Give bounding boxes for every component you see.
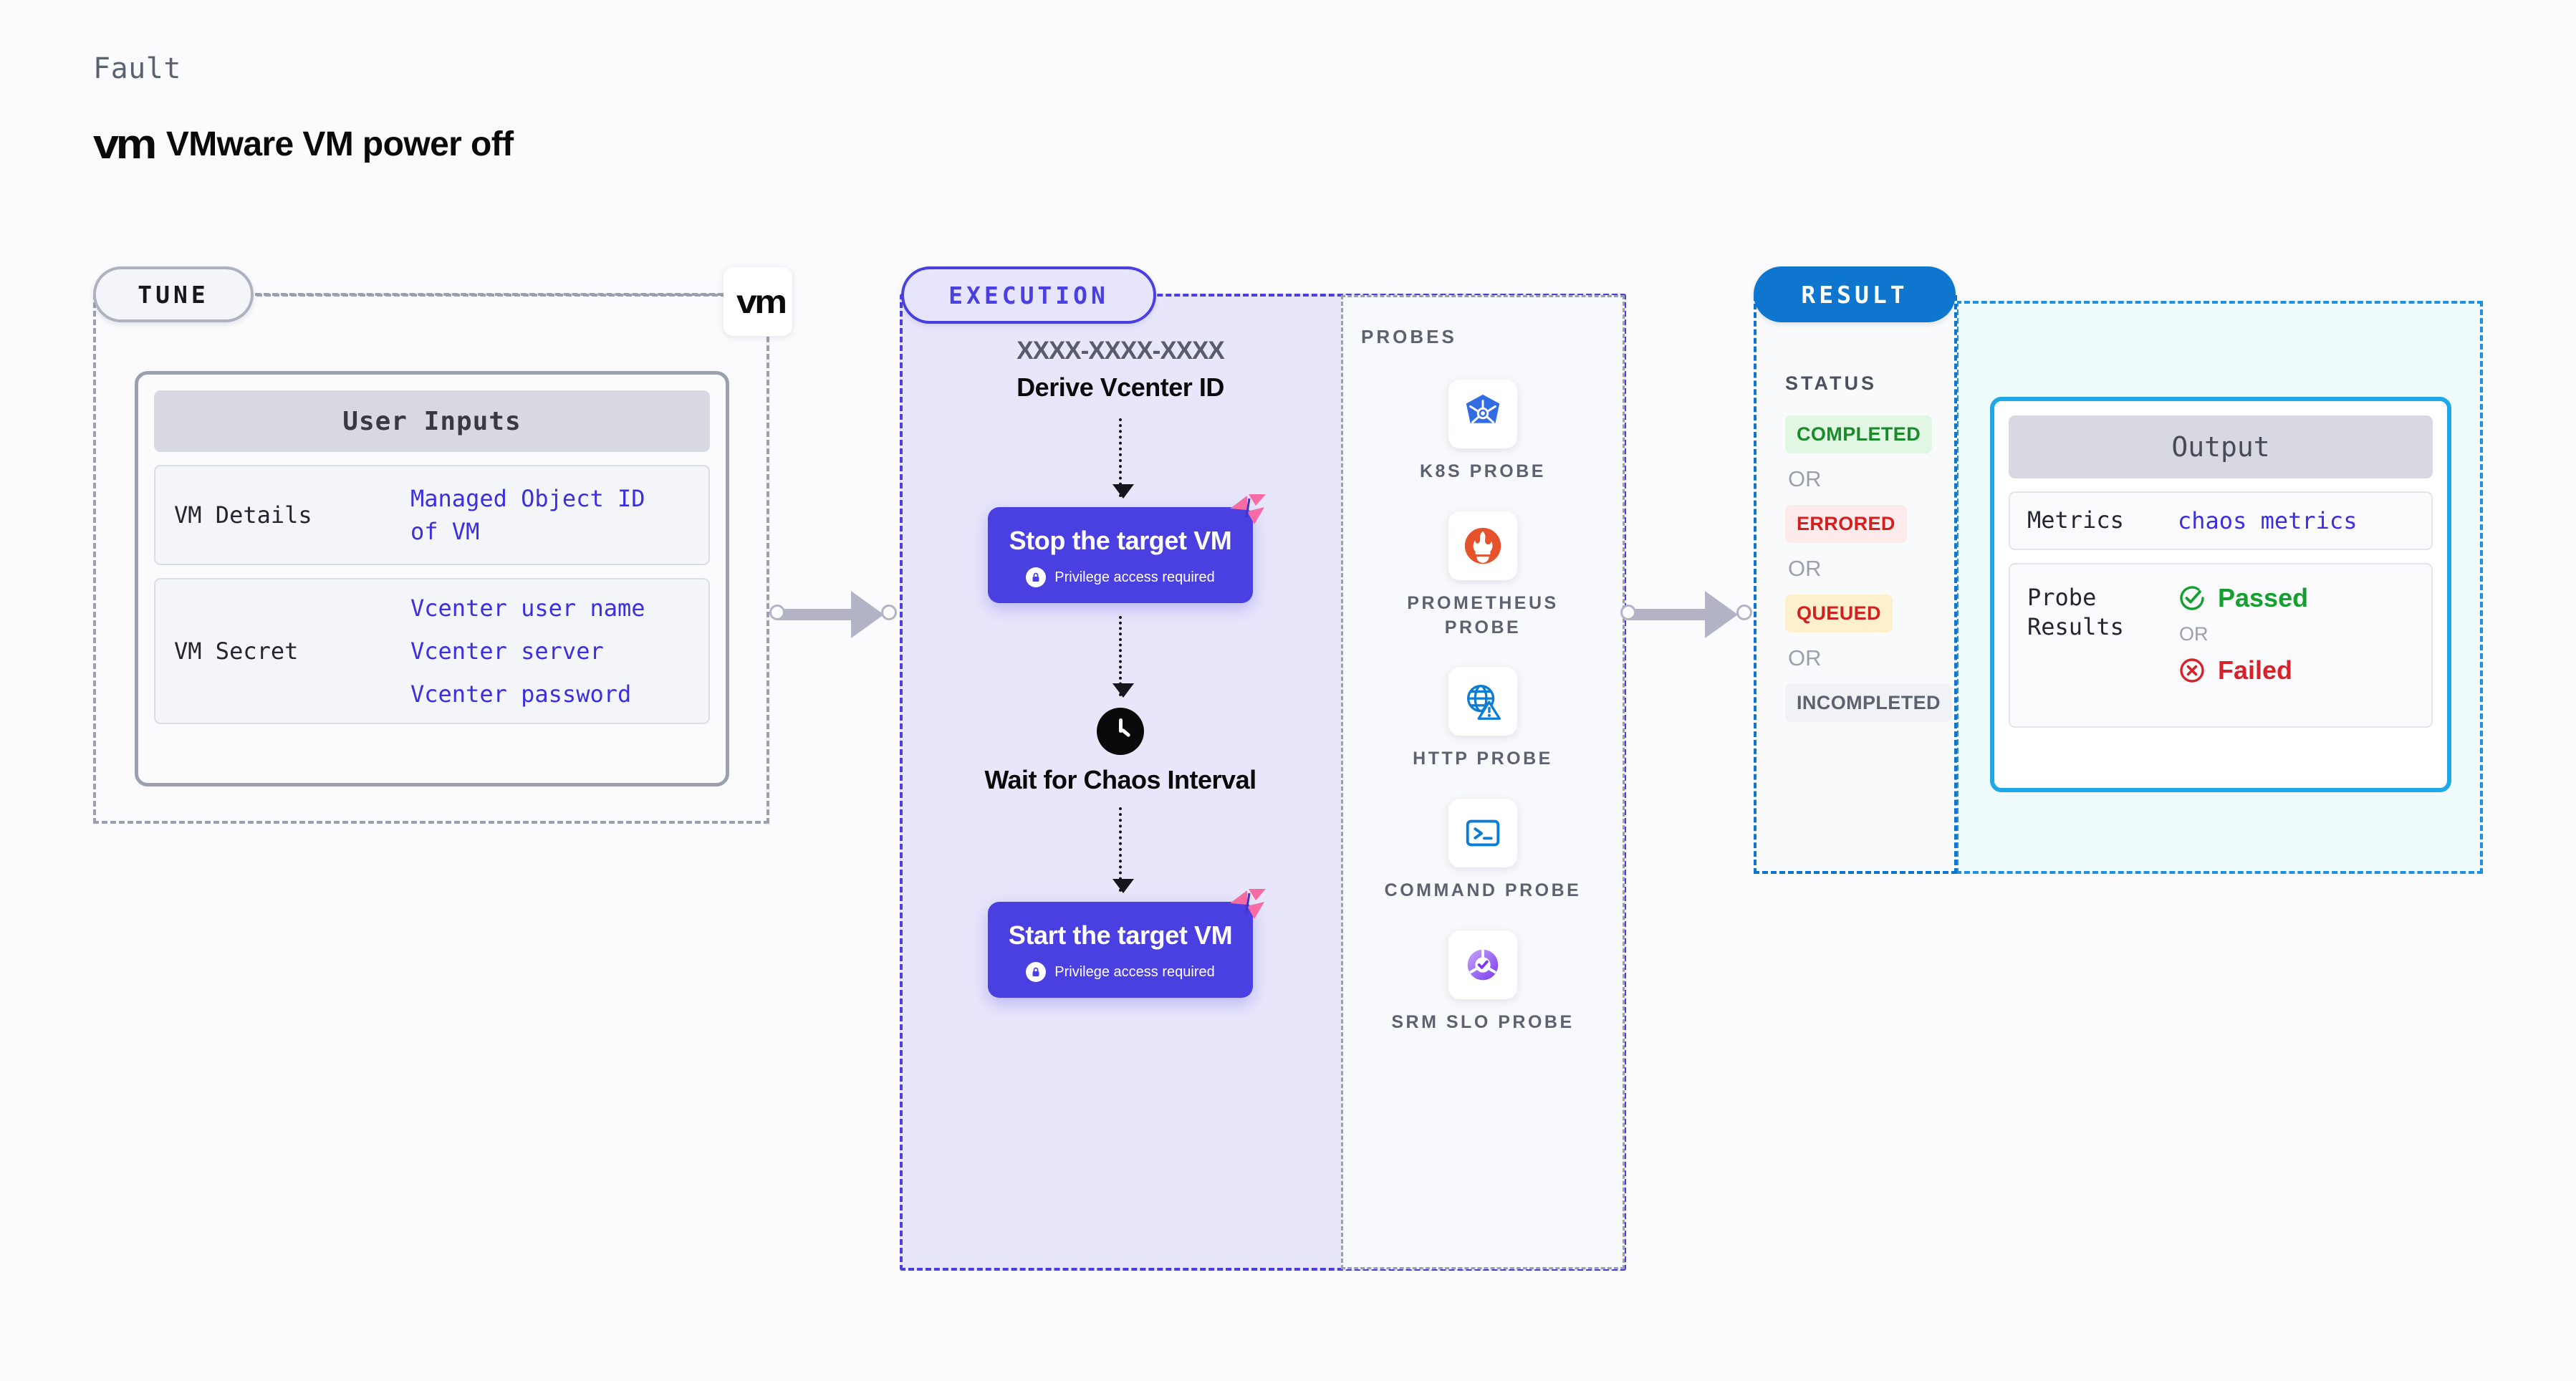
failed-label: Failed xyxy=(2218,655,2293,685)
or-label: OR xyxy=(2179,622,2209,645)
check-circle-icon xyxy=(2180,585,2204,610)
value-text: Managed Object ID xyxy=(410,485,645,512)
status-region xyxy=(1754,295,1957,874)
derive-vcenter-id-label: Derive Vcenter ID xyxy=(1017,372,1224,402)
lock-icon xyxy=(1026,567,1047,587)
flow-arrow-1 xyxy=(1112,418,1134,499)
table-row: VM Secret Vcenter user name Vcenter serv… xyxy=(154,578,710,724)
clock-icon xyxy=(1097,708,1144,755)
page-title-row: vm VMware VM power off xyxy=(93,120,514,168)
prometheus-icon xyxy=(1448,511,1517,580)
step-note: Privilege access required xyxy=(995,962,1246,983)
step-title: Start the target VM xyxy=(1008,920,1233,951)
output-title: Output xyxy=(2009,415,2433,478)
probes-list: K8S PROBE PROMETHEUS PROBE xyxy=(1341,380,1625,1035)
row-label: Metrics xyxy=(2027,506,2124,534)
value-text: of VM xyxy=(410,518,480,545)
flow-arrow-3 xyxy=(1112,807,1134,894)
step-wait-for-chaos-interval: Wait for Chaos Interval xyxy=(900,708,1341,794)
kubernetes-icon xyxy=(1448,380,1517,448)
execution-pill[interactable]: EXECUTION xyxy=(901,266,1156,324)
http-globe-warning-icon xyxy=(1448,667,1517,736)
vmware-badge-icon: vm xyxy=(724,267,792,336)
probes-title: PROBES xyxy=(1361,326,1457,347)
row-value: chaos metrics xyxy=(2178,506,2358,534)
table-row: VM Details Managed Object ID of VM xyxy=(154,465,710,565)
step-title: Stop the target VM xyxy=(1009,526,1232,555)
fault-kicker: Fault xyxy=(93,52,181,85)
status-badge-incompleted: INCOMPLETED xyxy=(1785,684,1952,722)
step-note-text: Privilege access required xyxy=(1054,963,1215,980)
row-label: Probe Results xyxy=(2027,583,2124,641)
litmus-flag-icon xyxy=(1230,889,1266,920)
output-card: Output Metrics chaos metrics Probe Resul… xyxy=(1990,397,2451,792)
row-label: VM Secret xyxy=(174,637,299,665)
passed-label: Passed xyxy=(2218,582,2309,612)
or-label: OR xyxy=(1788,466,1822,491)
flow-arrow-2 xyxy=(1112,616,1134,698)
probe-label: PROMETHEUS PROBE xyxy=(1407,592,1559,637)
row-label: VM Details xyxy=(174,501,312,529)
or-label: OR xyxy=(1788,556,1822,581)
tune-connector-dashed xyxy=(255,293,724,296)
slo-donut-check-icon xyxy=(1448,930,1517,999)
output-row-metrics: Metrics chaos metrics xyxy=(2009,491,2433,550)
terminal-icon xyxy=(1448,799,1517,867)
step-start-target-vm[interactable]: Start the target VM Privilege access req… xyxy=(988,889,1266,999)
status-badge-queued: QUEUED xyxy=(1785,595,1893,632)
probe-item-srm-slo[interactable]: SRM SLO PROBE xyxy=(1391,930,1574,1035)
derive-vcenter-id-value: XXXX-XXXX-XXXX xyxy=(1017,337,1224,365)
row-values: Managed Object ID of VM xyxy=(410,484,645,546)
probe-item-prometheus[interactable]: PROMETHEUS PROBE xyxy=(1375,511,1590,640)
page-title: VMware VM power off xyxy=(165,125,514,163)
probe-result-failed: Failed xyxy=(2178,655,2308,685)
vmware-logo-icon: vm xyxy=(93,121,157,168)
x-circle-icon xyxy=(2180,658,2204,683)
probe-label: K8S PROBE xyxy=(1420,461,1546,481)
status-badge-completed: COMPLETED xyxy=(1785,415,1933,453)
step-stop-target-vm[interactable]: Stop the target VM Privilege access requ… xyxy=(988,494,1266,603)
user-inputs-title: User Inputs xyxy=(154,390,710,452)
status-title: STATUS xyxy=(1785,372,1877,394)
or-label: OR xyxy=(1788,645,1822,670)
execution-flow: XXXX-XXXX-XXXX Derive Vcenter ID Stop th… xyxy=(900,337,1341,999)
status-list: COMPLETED OR ERRORED OR QUEUED OR INCOMP… xyxy=(1785,415,1952,722)
user-inputs-card: User Inputs VM Details Managed Object ID… xyxy=(135,371,729,786)
step-note: Privilege access required xyxy=(995,567,1246,587)
probe-item-command[interactable]: COMMAND PROBE xyxy=(1385,799,1582,903)
lock-icon xyxy=(1026,962,1047,983)
step-title: Wait for Chaos Interval xyxy=(984,765,1256,794)
row-values: Vcenter user name Vcenter server Vcenter… xyxy=(410,594,645,708)
result-pill[interactable]: RESULT xyxy=(1754,266,1956,322)
probe-item-k8s[interactable]: K8S PROBE xyxy=(1420,380,1546,484)
value-text: Vcenter password xyxy=(410,680,632,708)
probe-result-passed: Passed xyxy=(2178,583,2308,613)
probe-item-http[interactable]: HTTP PROBE xyxy=(1413,667,1553,771)
output-row-probe-results: Probe Results Passed OR Failed xyxy=(2009,562,2433,728)
probe-label: COMMAND PROBE xyxy=(1384,880,1582,900)
value-text: Vcenter server xyxy=(410,637,604,665)
probes-region xyxy=(1341,295,1625,1269)
probe-label: HTTP PROBE xyxy=(1413,749,1553,769)
step-note-text: Privilege access required xyxy=(1054,569,1215,585)
litmus-flag-icon xyxy=(1230,494,1266,524)
probe-label: SRM SLO PROBE xyxy=(1391,1011,1575,1032)
probe-result-values: Passed OR Failed xyxy=(2178,583,2308,685)
tune-pill[interactable]: TUNE xyxy=(93,266,254,322)
value-text: Vcenter user name xyxy=(410,595,645,622)
status-badge-errored: ERRORED xyxy=(1785,505,1907,543)
